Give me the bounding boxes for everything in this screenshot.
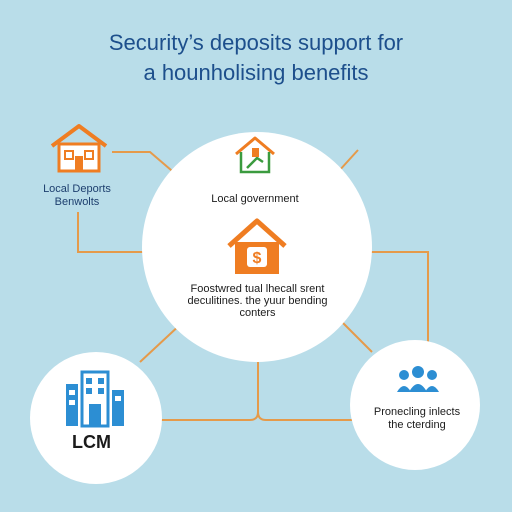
connector-center-to-right-bottom: [257, 411, 352, 421]
protecting-label: Pronecling inlects the cterding: [373, 406, 461, 431]
house-icon: [233, 134, 277, 181]
svg-text:$: $: [253, 250, 262, 267]
people-icon: [396, 366, 440, 399]
connector-center-to-lcm-bottom: [160, 362, 259, 421]
dollar-house-icon: $: [225, 216, 289, 283]
title-line-1: Security’s deposits support for: [108, 30, 404, 55]
connector-center-to-right: [362, 251, 429, 350]
connector-center-to-right-diag: [341, 321, 373, 353]
lcm-label: LCM: [72, 432, 111, 452]
protecting-node: [350, 340, 480, 470]
local-deposits-label: Local Deports Benwolts: [43, 183, 111, 208]
title-line-2: a hounholising benefits: [143, 60, 369, 85]
building-icon: [62, 368, 128, 433]
center-body-text: Foostwred tual lhecall srent deculitines…: [187, 283, 328, 319]
house-icon: [48, 122, 110, 179]
local-government-label: Local government: [211, 193, 299, 205]
connector-deposits-to-center: [77, 212, 152, 253]
